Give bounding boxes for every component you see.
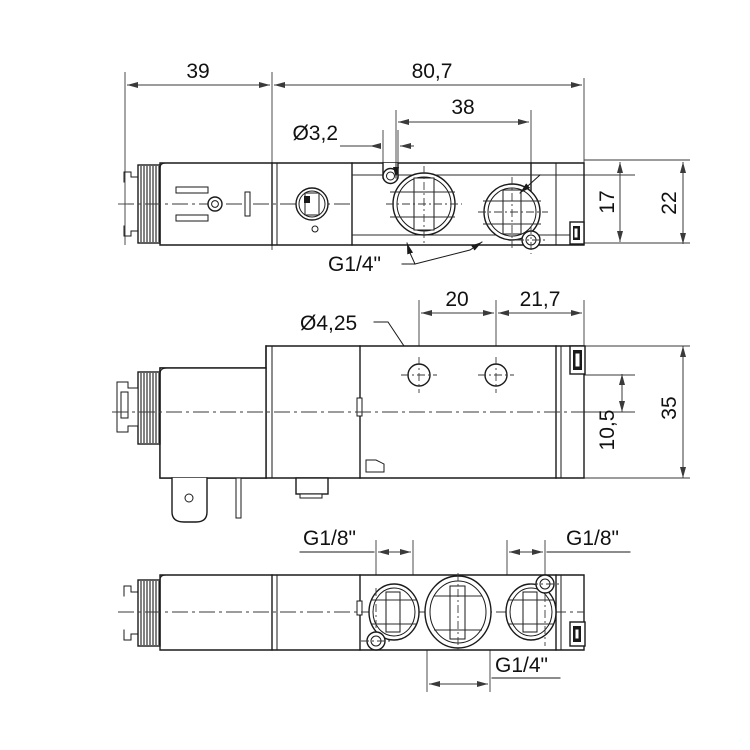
mounting-holes-side [401, 357, 514, 393]
top-view-left-markings [175, 186, 251, 222]
mounting-hole-top-lower [516, 226, 546, 254]
top-view: 39 80,7 38 Ø3,2 [118, 60, 690, 276]
callout-g18-right-label: G1/8" [566, 527, 619, 550]
callout-g18-left-label: G1/8" [303, 527, 356, 550]
dimension-17-label: 17 [596, 190, 619, 213]
port-g14-left [386, 166, 462, 243]
dimension-17: 17 [596, 162, 623, 242]
dimension-dia-4-25-label: Ø4,25 [300, 312, 357, 335]
solenoid-coil-bottom [123, 579, 161, 647]
pilot-element-bottom [569, 621, 586, 647]
mounting-hole-bottom-right [530, 574, 560, 594]
dimension-21-7: 21,7 [498, 288, 582, 316]
side-view: 20 21,7 Ø4,25 [112, 288, 690, 523]
dimension-35: 35 [658, 346, 686, 478]
dimension-38: 38 [398, 96, 529, 125]
dimension-80-7-label: 80,7 [412, 60, 453, 83]
callout-g18-right: G1/8" [509, 527, 631, 555]
manual-override-button-top [295, 187, 329, 233]
dimension-35-label: 35 [658, 396, 681, 419]
port-g14-right [478, 177, 548, 248]
dimension-20-label: 20 [445, 288, 468, 311]
dimension-dia-3-2-label: Ø3,2 [292, 122, 338, 145]
dimension-22: 22 [658, 162, 686, 244]
dimension-21-7-label: 21,7 [520, 288, 561, 311]
dimension-39: 39 [127, 60, 270, 88]
solenoid-coil-side [116, 367, 267, 479]
dimension-39-label: 39 [186, 60, 209, 83]
callout-g14-top: G1/4" [328, 241, 483, 276]
dimension-22-label: 22 [658, 191, 681, 214]
pilot-element-side [569, 345, 586, 375]
dimension-dia-3-2: Ø3,2 [292, 122, 414, 149]
callout-g14-top-label: G1/4" [328, 253, 381, 276]
dimension-10-5: 10,5 [596, 374, 625, 451]
port-bottom-center [424, 573, 492, 652]
electrical-connector-side [171, 477, 329, 523]
pilot-element-top [569, 221, 585, 245]
dimension-38-label: 38 [451, 96, 474, 119]
bottom-view: G1/8" G1/8" [118, 527, 631, 692]
top-view-leader-arrows [393, 162, 541, 194]
callout-g14-bottom: G1/4" [429, 654, 561, 687]
port-bottom-left [368, 583, 420, 646]
callout-g18-left: G1/8" [299, 527, 411, 555]
callout-g14-bottom-label: G1/4" [495, 654, 548, 677]
dimension-10-5-label: 10,5 [596, 410, 619, 451]
mounting-hole-top-upper [382, 162, 399, 185]
dimension-20: 20 [421, 288, 494, 316]
mounting-hole-bottom-left [361, 631, 391, 651]
dimension-80-7: 80,7 [274, 60, 582, 88]
